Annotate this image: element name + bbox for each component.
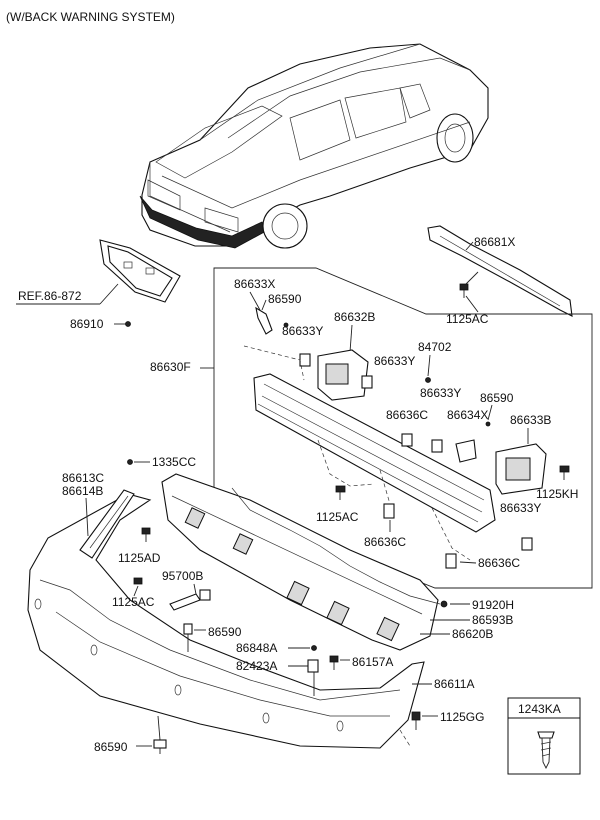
label-86632b: 86632B <box>334 310 375 324</box>
label-84702: 84702 <box>418 340 452 354</box>
label-82423a: 82423A <box>236 659 277 673</box>
bracket-86633y-b <box>361 375 373 389</box>
label-86633x: 86633X <box>234 277 275 291</box>
label-86636c-b: 86636C <box>364 535 406 549</box>
screw-1125gg <box>411 711 421 730</box>
label-86633b: 86633B <box>510 413 551 427</box>
screw-1125ad <box>141 527 151 542</box>
label-86636c-a: 86636C <box>386 408 428 422</box>
bracket-86636c-b <box>383 503 395 519</box>
label-95700b: 95700B <box>162 569 203 583</box>
label-1125ac-mid: 1125AC <box>316 510 359 524</box>
label-86620b: 86620B <box>452 627 493 641</box>
label-86681x: 86681X <box>474 235 515 249</box>
label-86613c: 86613C <box>62 471 104 485</box>
label-1335cc: 1335CC <box>152 455 196 469</box>
bracket-86632b <box>317 349 369 401</box>
clip-82423a <box>307 659 319 673</box>
legend-box-label: 1243KA <box>518 702 561 716</box>
label-1125ac-top: 1125AC <box>446 312 489 326</box>
bracket-86634x <box>455 439 477 463</box>
screw-1335cc <box>127 459 133 465</box>
part-bumper-cover <box>27 493 425 749</box>
label-1125ac-low: 1125AC <box>112 595 155 609</box>
sensor-95700b <box>169 589 211 611</box>
sensor-86633x <box>249 291 273 335</box>
wiring-harness <box>231 487 441 605</box>
car-illustration <box>139 43 489 249</box>
screw-1125ac-mid <box>335 485 346 500</box>
label-86633y-b: 86633Y <box>374 354 415 368</box>
label-86611a: 86611A <box>434 677 474 691</box>
bracket-86633y-d <box>521 537 533 551</box>
legend-box-1243ka <box>507 697 581 775</box>
diagram-title: (W/BACK WARNING SYSTEM) <box>6 10 175 24</box>
label-86636c-c: 86636C <box>478 556 520 570</box>
label-86593b: 86593B <box>472 613 513 627</box>
bracket-86636c-c <box>445 553 457 569</box>
label-91920h: 91920H <box>472 598 514 612</box>
screw-1125ac-low <box>133 577 143 585</box>
part-back-beam <box>253 373 496 533</box>
label-86614b: 86614B <box>62 484 103 498</box>
bracket-86633b <box>495 443 547 495</box>
label-1125ad: 1125AD <box>118 551 161 565</box>
label-86848a: 86848A <box>236 641 277 655</box>
label-86590-a: 86590 <box>268 292 302 306</box>
label-86630f: 86630F <box>150 360 191 374</box>
label-86910: 86910 <box>70 317 104 331</box>
label-1125kh: 1125KH <box>536 487 578 501</box>
screw-1125kh <box>559 465 570 480</box>
part-86681x-bracket <box>427 225 573 317</box>
part-license-plate-bracket <box>99 239 181 303</box>
bracket-86636c-a <box>401 433 413 447</box>
label-86157a: 86157A <box>352 655 393 669</box>
label-86590-b: 86590 <box>480 391 514 405</box>
bracket-86633y-c <box>431 439 443 453</box>
part-side-bracket <box>79 489 135 559</box>
bolt-86157a <box>329 655 339 670</box>
label-86633y-c: 86633Y <box>420 386 461 400</box>
clip-86590-bottom <box>153 739 167 754</box>
label-86634x: 86634X <box>447 408 488 422</box>
screw-1125ac-top <box>459 283 469 298</box>
tapping-screw-icon <box>537 731 555 770</box>
label-1125gg: 1125GG <box>440 710 484 724</box>
bracket-86633y-a <box>299 353 311 367</box>
label-86633y-a: 86633Y <box>282 324 323 338</box>
label-86590-c: 86590 <box>208 625 242 639</box>
part-energy-absorber <box>161 473 439 651</box>
clip-86590-mid <box>183 623 193 652</box>
ref-label: REF.86-872 <box>18 289 82 303</box>
label-86633y-d: 86633Y <box>500 501 541 515</box>
label-86590-d: 86590 <box>94 740 128 754</box>
